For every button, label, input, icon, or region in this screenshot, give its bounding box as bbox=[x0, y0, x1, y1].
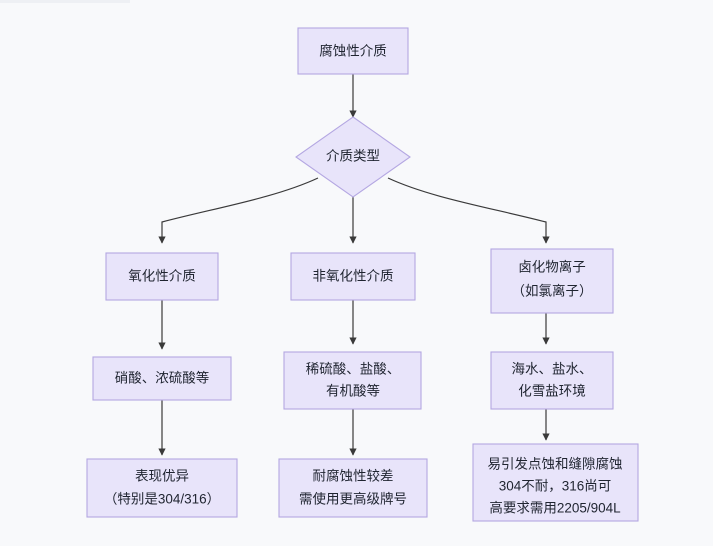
node-halide-ions-label-line2: （如氯离子） bbox=[512, 283, 593, 299]
edge-layer bbox=[158, 74, 550, 456]
node-dilute-acids-label-line2: 有机酸等 bbox=[326, 383, 380, 399]
node-poor-corrosion-box[interactable] bbox=[278, 458, 428, 518]
node-medium-type[interactable]: 介质类型 bbox=[295, 116, 411, 198]
node-pitting-box[interactable] bbox=[472, 443, 639, 522]
node-halide-ions[interactable]: 卤化物离子 （如氯离子） bbox=[490, 248, 614, 314]
node-seawater-label-line2: 化雪盐环境 bbox=[518, 384, 586, 399]
node-pitting-label-line2: 304不耐，316尚可 bbox=[499, 479, 612, 494]
node-halide-ions-label-line1: 卤化物离子 bbox=[518, 259, 586, 275]
node-nitric-label: 硝酸、浓硫酸等 bbox=[115, 370, 210, 386]
node-halide-ions-box[interactable] bbox=[490, 248, 614, 314]
node-medium-type-label: 介质类型 bbox=[326, 149, 380, 164]
node-corrosive-medium-box[interactable] bbox=[297, 27, 409, 75]
node-medium-type-diamond[interactable] bbox=[295, 116, 411, 198]
node-oxidizing-medium-label: 氧化性介质 bbox=[128, 269, 196, 284]
node-dilute-acids-box[interactable] bbox=[283, 351, 422, 410]
node-corrosive-medium-label: 腐蚀性介质 bbox=[319, 44, 387, 59]
node-seawater-label-line1: 海水、盐水、 bbox=[512, 362, 593, 377]
node-non-oxidizing-medium[interactable]: 非氧化性介质 bbox=[290, 252, 416, 301]
node-excellent-label-line1: 表现优异 bbox=[135, 469, 189, 484]
node-seawater-box[interactable] bbox=[490, 351, 614, 410]
node-excellent-performance[interactable]: 表现优异 （特别是304/316） bbox=[86, 458, 238, 518]
node-nitric-concentrated-sulfuric[interactable]: 硝酸、浓硫酸等 bbox=[92, 356, 232, 401]
node-poor-corrosion-resistance[interactable]: 耐腐蚀性较差 需使用更高级牌号 bbox=[278, 458, 428, 518]
node-oxidizing-medium-box[interactable] bbox=[105, 252, 219, 301]
node-nitric-box[interactable] bbox=[92, 356, 232, 401]
node-excellent-box[interactable] bbox=[86, 458, 238, 518]
node-excellent-label-line2: （特别是304/316） bbox=[104, 492, 220, 507]
node-pitting-label-line3: 高要求需用2205/904L bbox=[489, 500, 621, 516]
node-dilute-acids-label-line1: 稀硫酸、盐酸、 bbox=[306, 362, 401, 377]
node-poor-corrosion-label-line1: 耐腐蚀性较差 bbox=[313, 469, 394, 484]
node-poor-corrosion-label-line2: 需使用更高级牌号 bbox=[299, 491, 407, 507]
node-dilute-acids[interactable]: 稀硫酸、盐酸、 有机酸等 bbox=[283, 351, 422, 410]
node-corrosive-medium[interactable]: 腐蚀性介质 bbox=[297, 27, 409, 75]
node-pitting-label-line1: 易引发点蚀和缝隙腐蚀 bbox=[488, 457, 623, 472]
node-non-oxidizing-box[interactable] bbox=[290, 252, 416, 301]
node-non-oxidizing-label: 非氧化性介质 bbox=[313, 269, 394, 284]
edge-decision-to-oxidizing bbox=[158, 177, 319, 244]
node-seawater-brine[interactable]: 海水、盐水、 化雪盐环境 bbox=[490, 351, 614, 410]
top-edge-strip bbox=[0, 0, 130, 3]
node-oxidizing-medium[interactable]: 氧化性介质 bbox=[105, 252, 219, 301]
edge-decision-to-halide bbox=[387, 177, 550, 244]
node-pitting-crevice-corrosion[interactable]: 易引发点蚀和缝隙腐蚀 304不耐，316尚可 高要求需用2205/904L bbox=[472, 443, 639, 522]
